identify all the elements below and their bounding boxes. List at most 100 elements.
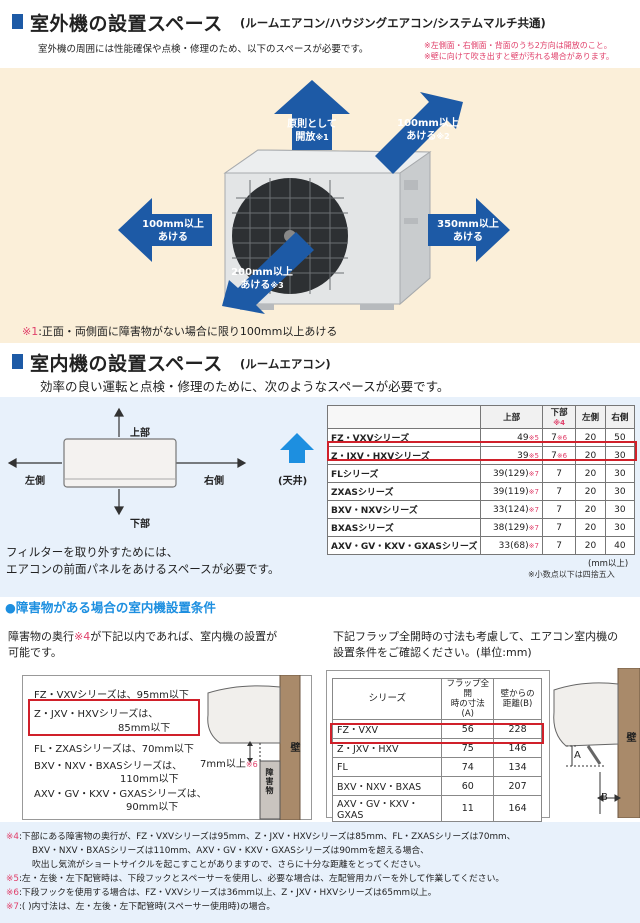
depth-item: 110mm以下 xyxy=(120,774,179,785)
depth-item: 90mm以下 xyxy=(126,802,179,813)
outdoor-desc: 室外機の周囲には性能確保や点検・修理のため、以下のスペースが必要です。 xyxy=(38,44,369,55)
round-note: ※小数点以下は四捨五入 xyxy=(528,570,615,579)
obstacle-title: ●障害物がある場合の室内機設置条件 xyxy=(5,600,216,615)
right-arrow-label: 350mm以上 あける xyxy=(437,219,499,243)
depth-item: Z・JXV・HXVシリーズは、 xyxy=(34,709,159,720)
top-clearance: 38(129)※7 xyxy=(480,518,543,537)
footnote-4-line3: 吹出し気流がショートサイクルを起こすことがありますので、さらに十分な距離をとって… xyxy=(32,860,426,870)
depth-item: BXV・NXV・BXASシリーズは、 xyxy=(34,761,183,772)
flap-size-a: 74 xyxy=(441,757,495,777)
wall-distance-b: 207 xyxy=(493,776,542,796)
indoor-unit-diagram xyxy=(7,407,314,516)
dir-right: 右側 xyxy=(204,476,224,487)
depth-item: FZ・VXVシリーズは、95mm以下 xyxy=(34,690,189,701)
left-clearance: 20 xyxy=(575,536,606,555)
left-clearance: 20 xyxy=(575,500,606,519)
top-clearance: 33(124)※7 xyxy=(480,500,543,519)
indoor-title-sub: (ルームエアコン) xyxy=(240,357,331,371)
indoor-title: 室内機の設置スペース xyxy=(30,353,223,375)
outdoor-footnote: ※1:正面・両側面に障害物がない場合に限り100mm以上あける xyxy=(22,325,338,338)
series-name: BXASシリーズ xyxy=(326,518,482,537)
series-name: FLシリーズ xyxy=(326,464,482,483)
top-arrow-label: 原則として 開放※1 xyxy=(287,119,337,143)
outdoor-unit-diagram xyxy=(118,80,510,314)
footnote-6: ※6:下段フックを使用する場合は、FZ・VXVシリーズは36mm以上、Z・JXV… xyxy=(6,888,437,898)
left-clearance: 20 xyxy=(575,482,606,501)
highlight-box xyxy=(330,723,544,744)
footnote-4-line2: BXV・NXV・BXASシリーズは110mm、AXV・GV・KXV・GXASシリ… xyxy=(32,846,429,856)
obstacle-left-text-2: 可能です。 xyxy=(8,646,62,659)
outdoor-title-sub: (ルームエアコン/ハウジングエアコン/システムマルチ共通) xyxy=(240,16,546,30)
series-name: AXV・GV・KXV・GXAS xyxy=(331,795,443,822)
obstacle-right-text-1: 下記フラップ全開時の寸法も考慮して、エアコン室内機の xyxy=(333,630,619,643)
obstacle-diagram xyxy=(207,675,301,820)
dir-bottom: 下部 xyxy=(130,519,150,530)
footnote-4-line1: ※4:下部にある障害物の奥行が、FZ・VXVシリーズは95mm、Z・JXV・HX… xyxy=(6,832,516,842)
left-clearance: 20 xyxy=(575,518,606,537)
footnote-band xyxy=(0,822,640,923)
right-clearance: 40 xyxy=(604,536,636,555)
right-clearance: 30 xyxy=(604,500,636,519)
top-clearance: 33(68)※7 xyxy=(480,536,543,555)
section-marker-icon xyxy=(12,354,23,369)
highlight-box xyxy=(28,699,200,736)
footnote-5: ※5:左・左後・左下配管時は、下段フックとスペーサーを使用し、必要な場合は、左配… xyxy=(6,874,505,884)
top-clearance: 39(129)※7 xyxy=(480,464,543,483)
indoor-desc: 効率の良い運転と点検・修理のために、次のようなスペースが必要です。 xyxy=(40,379,450,394)
left-arrow-label: 100mm以上 あける xyxy=(142,219,204,243)
bottom-clearance: 7 xyxy=(541,482,577,501)
flap-diagram xyxy=(553,668,640,818)
bottom-clearance: 7 xyxy=(541,500,577,519)
depth-item: 85mm以下 xyxy=(118,723,171,734)
footnote-7: ※7:( )内寸法は、左・左後・左下配管時(スペーサー使用時)の場合。 xyxy=(6,902,276,912)
obstacle-label: 障害物 xyxy=(265,768,274,795)
bottom-clearance: 7 xyxy=(541,518,577,537)
wall-distance-b: 164 xyxy=(493,795,542,822)
ceiling-label: (天井) xyxy=(278,476,308,487)
outdoor-note-2: ※壁に向けて吹き出すと壁が汚れる場合があります。 xyxy=(424,52,614,61)
flap-size-a: 60 xyxy=(441,776,495,796)
obstacle-right-text-2: 設置条件をご確認ください。(単位:mm) xyxy=(333,646,532,659)
wall-label: 壁 xyxy=(624,732,635,742)
series-name: AXV・GV・KXV・GXASシリーズ xyxy=(326,536,482,555)
series-name: BXV・NXVシリーズ xyxy=(326,500,482,519)
outdoor-note-1: ※左側面・右側面・背面のうち2方向は開放のこと。 xyxy=(424,41,612,50)
label-b: B xyxy=(601,792,608,803)
series-name: FL xyxy=(331,757,443,777)
filter-note-1: フィルターを取り外すためには、 xyxy=(6,545,179,559)
obstacle-left-text-1: 障害物の奥行※4が下記以内であれば、室内機の設置が xyxy=(8,630,278,643)
right-clearance: 30 xyxy=(604,518,636,537)
back-arrow-label: 100mm以上 あける※2 xyxy=(397,118,459,142)
top-clearance: 39(119)※7 xyxy=(480,482,543,501)
highlight-box xyxy=(327,441,637,461)
section-marker-icon xyxy=(12,14,23,29)
bottom-clearance: 7 xyxy=(541,464,577,483)
depth-item: FL・ZXASシリーズは、70mm以下 xyxy=(34,744,194,755)
bottom-clearance: 7 xyxy=(541,536,577,555)
series-name: ZXASシリーズ xyxy=(326,482,482,501)
right-clearance: 30 xyxy=(604,482,636,501)
flap-size-a: 11 xyxy=(441,795,495,822)
front-arrow-label: 200mm以上 あける※3 xyxy=(231,267,293,291)
filter-note-2: エアコンの前面パネルをあけるスペースが必要です。 xyxy=(6,562,280,576)
outdoor-title: 室外機の設置スペース xyxy=(30,13,223,35)
left-clearance: 20 xyxy=(575,464,606,483)
depth-item: AXV・GV・KXV・GXASシリーズは、 xyxy=(34,789,207,800)
label-a: A xyxy=(574,750,581,761)
series-name: BXV・NXV・BXAS xyxy=(331,776,443,796)
gap-label: 7mm以上※6 xyxy=(200,759,258,770)
unit-note: (mm以上) xyxy=(588,559,629,569)
right-clearance: 30 xyxy=(604,464,636,483)
dir-top: 上部 xyxy=(130,428,150,439)
dir-left: 左側 xyxy=(25,476,45,487)
wall-label: 壁 xyxy=(288,742,299,752)
